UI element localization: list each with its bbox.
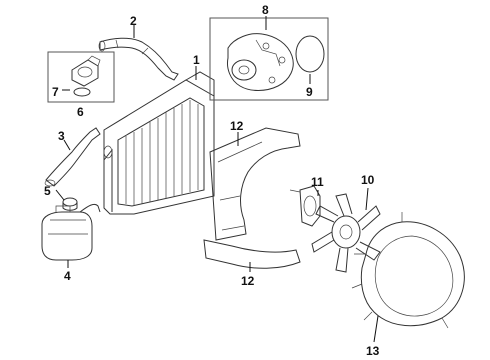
callout-11: 11 — [311, 175, 324, 189]
lower-radiator-hose — [45, 127, 101, 187]
thermostat-housing — [71, 55, 101, 87]
callout-9: 9 — [306, 85, 313, 99]
water-pump-gasket — [295, 35, 325, 73]
callout-13: 13 — [366, 344, 380, 358]
callout-12-upper: 12 — [230, 119, 244, 133]
leader-10 — [365, 187, 369, 211]
cooling-fan — [311, 193, 381, 273]
water-pump — [227, 33, 294, 91]
callout-4: 4 — [64, 269, 71, 283]
callout-5: 5 — [44, 184, 51, 198]
fan-shroud-upper — [209, 127, 301, 241]
coolant-reservoir — [41, 203, 101, 261]
fan-clutch — [289, 185, 321, 227]
leader-5 — [55, 189, 65, 201]
callout-8: 8 — [262, 3, 269, 17]
thermostat-gasket — [73, 87, 91, 97]
fan-shroud-ring — [351, 212, 465, 329]
upper-radiator-hose — [99, 37, 179, 81]
callout-1: 1 — [193, 53, 200, 67]
callout-7: 7 — [52, 85, 59, 99]
callout-2: 2 — [130, 14, 137, 28]
callout-12-lower: 12 — [241, 274, 255, 288]
callout-3: 3 — [58, 129, 65, 143]
detail-box-water-pump — [209, 17, 329, 101]
leader-13 — [373, 315, 379, 343]
fan-shroud-lower — [203, 239, 301, 269]
radiator — [103, 71, 215, 215]
leader-3 — [63, 139, 71, 151]
callout-6: 6 — [77, 105, 84, 119]
callout-10: 10 — [361, 173, 375, 187]
detail-box-thermostat — [47, 51, 115, 103]
